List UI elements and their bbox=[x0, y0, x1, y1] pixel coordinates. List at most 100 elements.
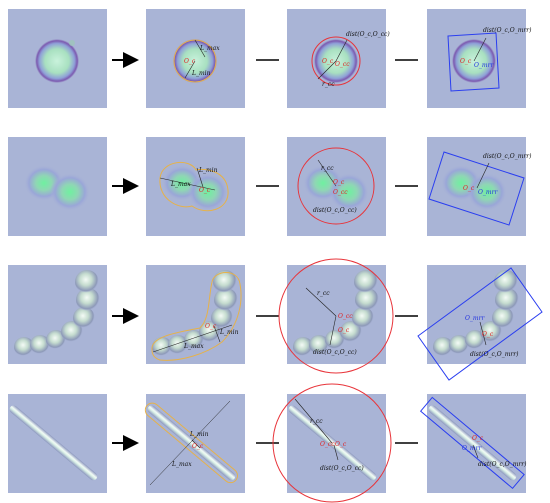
center-o-c-label: O_c bbox=[322, 58, 334, 65]
center-o-c-label: O_c bbox=[184, 58, 196, 65]
distance-line bbox=[329, 315, 337, 346]
bead bbox=[495, 288, 519, 312]
distance-label: dist(O_c,O_cc) bbox=[313, 207, 357, 214]
bead bbox=[168, 335, 188, 355]
row3-panel3: r_cc O_cc O_c dist(O_c,O_cc) bbox=[278, 258, 394, 374]
min-rotated-rect bbox=[428, 151, 525, 226]
radius-line bbox=[294, 398, 333, 444]
bead bbox=[75, 270, 99, 294]
small-particle bbox=[69, 40, 75, 46]
distance-label: dist(O_c,O_mrr) bbox=[478, 461, 527, 468]
center-o-c-label: O_c bbox=[338, 327, 350, 334]
distance-line bbox=[335, 39, 348, 62]
bead bbox=[30, 335, 50, 355]
bead bbox=[152, 337, 172, 357]
l-max-label: L_max bbox=[183, 343, 204, 350]
l-max-line bbox=[149, 400, 231, 486]
center-o-c-label: O_c bbox=[335, 441, 347, 448]
cell-contour bbox=[159, 162, 229, 212]
radius-line bbox=[317, 159, 337, 187]
center-o-cc-label: O_cc bbox=[320, 441, 335, 448]
l-max-label: L_max bbox=[199, 45, 220, 52]
cell-contour bbox=[144, 402, 238, 484]
row-2: L_min L_max O_c r_cc O_c O_cc dist(O_c,O… bbox=[8, 137, 532, 236]
bead bbox=[433, 337, 453, 357]
bead bbox=[309, 335, 329, 355]
distance-label: dist(O_c,O_mrr) bbox=[483, 153, 532, 160]
center-o-c-label: O_c bbox=[460, 58, 472, 65]
cell-contour bbox=[151, 272, 242, 361]
bead bbox=[293, 337, 313, 357]
bead bbox=[214, 288, 238, 312]
row2-panel1 bbox=[8, 137, 107, 236]
radius-label: r_cc bbox=[322, 81, 335, 88]
min-rotated-rect bbox=[419, 396, 525, 490]
circumscribed-circle bbox=[272, 383, 392, 503]
bead bbox=[213, 270, 237, 294]
row-4: L_min O_c L_max r_cc O_cc O_c dist(O_c,O… bbox=[8, 383, 527, 503]
row4-panel2: L_min O_c L_max bbox=[144, 394, 245, 493]
row3-panel1 bbox=[8, 265, 107, 364]
min-rotated-rect bbox=[447, 32, 500, 92]
bead bbox=[46, 330, 66, 350]
circumscribed-circle bbox=[311, 36, 361, 86]
l-min-line bbox=[196, 167, 204, 188]
row4-panel4: O_c O_mrr dist(O_c,O_mrr) bbox=[419, 394, 527, 493]
row2-panel2: L_min L_max O_c bbox=[146, 137, 245, 236]
rod-cell bbox=[9, 405, 98, 481]
center-o-mrr-label: O_mrr bbox=[478, 189, 498, 196]
center-o-c-label: O_c bbox=[192, 443, 204, 450]
bead bbox=[73, 307, 95, 329]
row1-panel1 bbox=[8, 9, 107, 108]
l-min-line bbox=[191, 439, 201, 449]
bead bbox=[465, 330, 485, 350]
row-3: O_c L_min L_max r_cc O_cc O_c dist(O_c,O… bbox=[8, 258, 543, 381]
center-o-c-label: O_c bbox=[463, 185, 475, 192]
l-min-line bbox=[184, 60, 196, 79]
rod-cell bbox=[428, 405, 517, 481]
row4-panel1 bbox=[8, 394, 107, 493]
bead bbox=[492, 307, 514, 329]
row1-panel4: dist(O_c,O_mrr) O_c O_mrr bbox=[427, 9, 532, 108]
rod-cell bbox=[147, 405, 236, 481]
circumscribed-circle bbox=[297, 147, 375, 225]
row1-panel2: L_max O_c L_min bbox=[146, 9, 245, 108]
distance-line bbox=[479, 321, 487, 346]
l-min-label: L_min bbox=[198, 167, 218, 174]
distance-label: dist(O_c,O_cc) bbox=[346, 31, 390, 38]
row1-panel3: dist(O_c,O_cc) O_c O_cc r_cc bbox=[287, 9, 390, 108]
bead bbox=[354, 270, 378, 294]
center-o-c-label: O_c bbox=[482, 331, 494, 338]
l-max-label: L_max bbox=[170, 181, 191, 188]
row4-panel3: r_cc O_cc O_c dist(O_c,O_cc) bbox=[272, 383, 392, 503]
l-max-line bbox=[159, 177, 216, 191]
l-min-label: L_min bbox=[189, 431, 209, 438]
center-o-mrr-label: O_mrr bbox=[465, 315, 485, 322]
radius-label: r_cc bbox=[310, 418, 323, 425]
bead bbox=[449, 335, 469, 355]
distance-label: dist(O_c,O_cc) bbox=[320, 465, 364, 472]
cell-body bbox=[35, 39, 79, 83]
center-o-c-label: O_c bbox=[333, 179, 345, 186]
center-o-c-label: O_c bbox=[205, 323, 217, 330]
l-max-line bbox=[194, 39, 206, 58]
rod-cell bbox=[288, 405, 377, 481]
bead bbox=[184, 330, 204, 350]
row2-panel3: r_cc O_c O_cc dist(O_c,O_cc) bbox=[287, 137, 386, 236]
center-o-cc-label: O_cc bbox=[338, 313, 353, 320]
row-1: L_max O_c L_min dist(O_c,O_cc) O_c O_cc … bbox=[8, 9, 532, 108]
bead bbox=[355, 288, 379, 312]
center-o-mrr-label: O_mrr bbox=[462, 445, 482, 452]
distance-line bbox=[476, 162, 490, 189]
distance-line bbox=[473, 37, 487, 62]
row3-panel4: O_mrr O_c dist(O_c,O_mrr) bbox=[417, 265, 543, 381]
center-o-c-label: O_c bbox=[199, 187, 211, 194]
bead bbox=[76, 288, 100, 312]
l-min-label: L_min bbox=[219, 329, 239, 336]
row3-panel2: O_c L_min L_max bbox=[146, 265, 245, 364]
bead bbox=[211, 307, 233, 329]
distance-label: dist(O_c,O_cc) bbox=[313, 349, 357, 356]
l-min-label: L_min bbox=[191, 70, 211, 77]
row2-panel4: dist(O_c,O_mrr) O_c O_mrr bbox=[427, 137, 532, 236]
blob-right bbox=[329, 173, 369, 211]
